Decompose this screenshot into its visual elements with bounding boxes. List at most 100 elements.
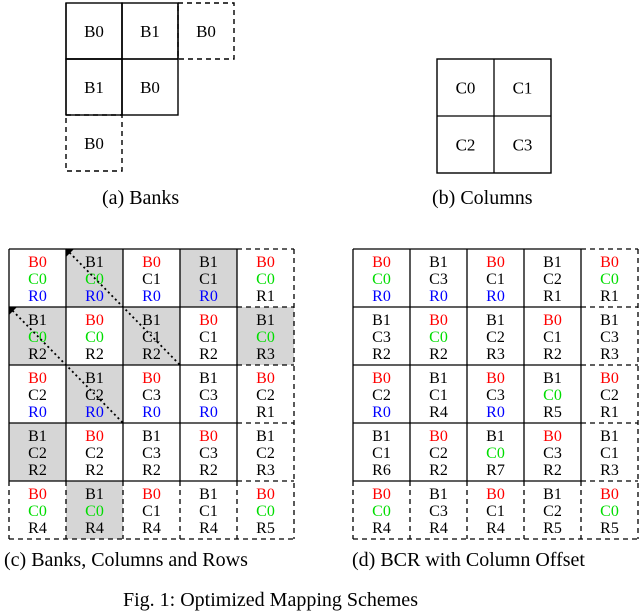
cell-column-label: C0 — [372, 503, 391, 520]
bank-label: B0 — [84, 22, 104, 41]
shaded-cell — [237, 307, 294, 365]
cell-column-label: C2 — [256, 387, 275, 404]
cell-bank-label: B1 — [199, 370, 218, 387]
cell-row-label: R4 — [486, 520, 505, 537]
cell-column-label: C0 — [256, 329, 275, 346]
cell-column-label: C1 — [199, 503, 218, 520]
cell-bank-label: B1 — [600, 312, 619, 329]
cell-bank-label: B0 — [372, 486, 391, 503]
cell-bank-label: B1 — [543, 486, 562, 503]
bank-label: B0 — [84, 134, 104, 153]
cell-bank-label: B0 — [142, 370, 161, 387]
cell-row-label: R2 — [142, 462, 161, 479]
cell-column-label: C3 — [429, 503, 448, 520]
bank-cell — [65, 114, 123, 172]
cell-bank-label: B0 — [600, 370, 619, 387]
cell-column-label: C1 — [199, 329, 218, 346]
cell-bank-label: B1 — [429, 370, 448, 387]
cell-column-label: C0 — [28, 271, 47, 288]
cell-bank-label: B0 — [142, 486, 161, 503]
cell-row-label: R0 — [85, 288, 104, 305]
column-label: C2 — [456, 136, 476, 155]
cell-bank-label: B0 — [600, 254, 619, 271]
cell-bank-label: B0 — [486, 486, 505, 503]
cell-bank-label: B0 — [85, 312, 104, 329]
cell-row-label: R0 — [199, 404, 218, 421]
cell-bank-label: B1 — [600, 428, 619, 445]
shaded-cell — [66, 481, 123, 539]
cell-column-label: C0 — [28, 503, 47, 520]
cell-row-label: R2 — [199, 346, 218, 363]
cell-bank-label: B0 — [28, 370, 47, 387]
cell-bank-label: B0 — [486, 254, 505, 271]
cell-column-label: C2 — [256, 445, 275, 462]
caption-d: (d) BCR with Column Offset — [352, 549, 585, 571]
bank-cell — [177, 2, 235, 60]
cell-row-label: R5 — [256, 520, 275, 537]
caption-b: (b) Columns — [432, 187, 533, 209]
cell-row-label: R1 — [543, 288, 562, 305]
cell-column-label: C1 — [543, 329, 562, 346]
cell-row-label: R2 — [28, 346, 47, 363]
cell-row-label: R6 — [372, 462, 391, 479]
cell-row-label: R0 — [85, 404, 104, 421]
cell-column-label: C2 — [28, 445, 47, 462]
cell-column-label: C1 — [142, 503, 161, 520]
cell-column-label: C0 — [486, 445, 505, 462]
cell-column-label: C3 — [199, 387, 218, 404]
cell-column-label: C0 — [85, 503, 104, 520]
cell-row-label: R4 — [85, 520, 104, 537]
cell-bank-label: B0 — [600, 486, 619, 503]
cell-bank-label: B0 — [372, 254, 391, 271]
diagonal-corner-marker — [9, 307, 17, 315]
column-label: C1 — [513, 79, 533, 98]
cell-row-label: R0 — [28, 288, 47, 305]
diagonal-dotted-line — [65, 248, 181, 366]
cell-column-label: C2 — [372, 387, 391, 404]
column-label: C0 — [456, 79, 476, 98]
cell-row-label: R0 — [486, 288, 505, 305]
cell-row-label: R0 — [429, 288, 448, 305]
cell-bank-label: B0 — [199, 428, 218, 445]
cell-row-label: R4 — [142, 520, 161, 537]
cell-row-label: R2 — [543, 462, 562, 479]
cell-column-label: C1 — [486, 503, 505, 520]
cell-column-label: C1 — [142, 329, 161, 346]
cell-bank-label: B1 — [28, 428, 47, 445]
cell-bank-label: B0 — [543, 312, 562, 329]
cell-bank-label: B0 — [256, 370, 275, 387]
shaded-cell — [9, 423, 66, 481]
cell-column-label: C3 — [486, 387, 505, 404]
cell-row-label: R1 — [600, 288, 619, 305]
cell-bank-label: B1 — [142, 312, 161, 329]
cell-bank-label: B1 — [142, 428, 161, 445]
cell-bank-label: B1 — [543, 370, 562, 387]
cell-row-label: R4 — [372, 520, 391, 537]
cell-row-label: R1 — [256, 288, 275, 305]
cell-row-label: R2 — [85, 462, 104, 479]
cell-column-label: C3 — [199, 445, 218, 462]
cell-column-label: C0 — [28, 329, 47, 346]
cell-column-label: C1 — [429, 387, 448, 404]
cell-row-label: R3 — [600, 462, 619, 479]
cell-row-label: R4 — [429, 520, 448, 537]
cell-row-label: R3 — [600, 346, 619, 363]
cell-bank-label: B1 — [256, 428, 275, 445]
cell-bank-label: B1 — [85, 254, 104, 271]
cell-bank-label: B1 — [199, 254, 218, 271]
diagonal-corner-marker — [66, 249, 74, 257]
cell-row-label: R4 — [429, 404, 448, 421]
cell-row-label: R0 — [486, 404, 505, 421]
cell-column-label: C0 — [429, 329, 448, 346]
cell-bank-label: B0 — [199, 312, 218, 329]
cell-column-label: C0 — [600, 503, 619, 520]
cell-bank-label: B1 — [372, 312, 391, 329]
bank-label: B0 — [140, 78, 160, 97]
shaded-cell — [180, 249, 237, 307]
cell-column-label: C1 — [199, 271, 218, 288]
bank-label: B0 — [196, 22, 216, 41]
column-label: C3 — [513, 136, 533, 155]
cell-bank-label: B0 — [256, 486, 275, 503]
cell-row-label: R2 — [372, 346, 391, 363]
